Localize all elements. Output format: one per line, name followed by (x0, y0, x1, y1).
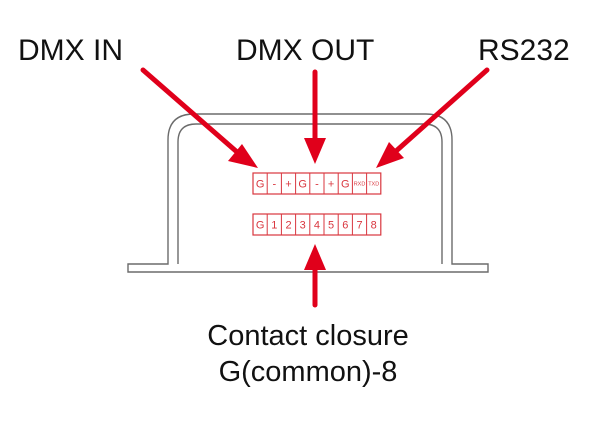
arrow-rs232-head (376, 142, 404, 168)
bottom-strip-terminal-label: 7 (356, 220, 362, 232)
top-strip-terminal-label: G (256, 179, 265, 191)
top-strip-terminal-label: RXD (354, 182, 366, 188)
bottom-strip-frame (252, 213, 382, 236)
bottom-strip-terminal-label: 8 (371, 220, 377, 232)
contact-closure-range-label: G(common)-8 (218, 356, 398, 388)
device-housing (127, 113, 489, 273)
bottom-strip-terminal-label: 1 (271, 220, 277, 232)
top-strip-frame (252, 172, 382, 195)
housing-inner-outline (177, 123, 443, 264)
bottom-strip-terminal-label: G (256, 220, 265, 232)
dmx-in-label: DMX IN (18, 34, 123, 67)
dmx-out-label: DMX OUT (236, 34, 375, 67)
arrows (140, 67, 490, 308)
contact-closure-label: Contact closure (207, 320, 409, 352)
bottom-strip-terminal-label: 6 (342, 220, 348, 232)
arrow-contact-head (304, 244, 326, 270)
rs232-label: RS232 (478, 34, 570, 67)
top-strip-terminal-label: + (285, 179, 291, 191)
bottom-strip-terminal-label: 3 (300, 220, 306, 232)
bottom-strip-terminal-label: 4 (314, 220, 320, 232)
top-strip-terminal-label: - (272, 179, 276, 191)
top-strip-terminal-label: G (298, 179, 307, 191)
arrow-rs232-shaft (392, 67, 490, 155)
housing-outer-outline (127, 113, 489, 273)
top-strip-terminal-label: - (315, 179, 319, 191)
arrow-dmx-in-shaft (140, 67, 240, 155)
bottom-strip-terminal-label: 2 (285, 220, 291, 232)
arrow-dmx-in-head (228, 144, 258, 168)
top-strip-terminal-label: G (341, 179, 350, 191)
top-strip-terminal-label: + (328, 179, 334, 191)
top-strip-terminal-label: TXD (368, 182, 379, 188)
arrow-dmx-out-head (304, 138, 326, 164)
bottom-strip-terminal-label: 5 (328, 220, 334, 232)
